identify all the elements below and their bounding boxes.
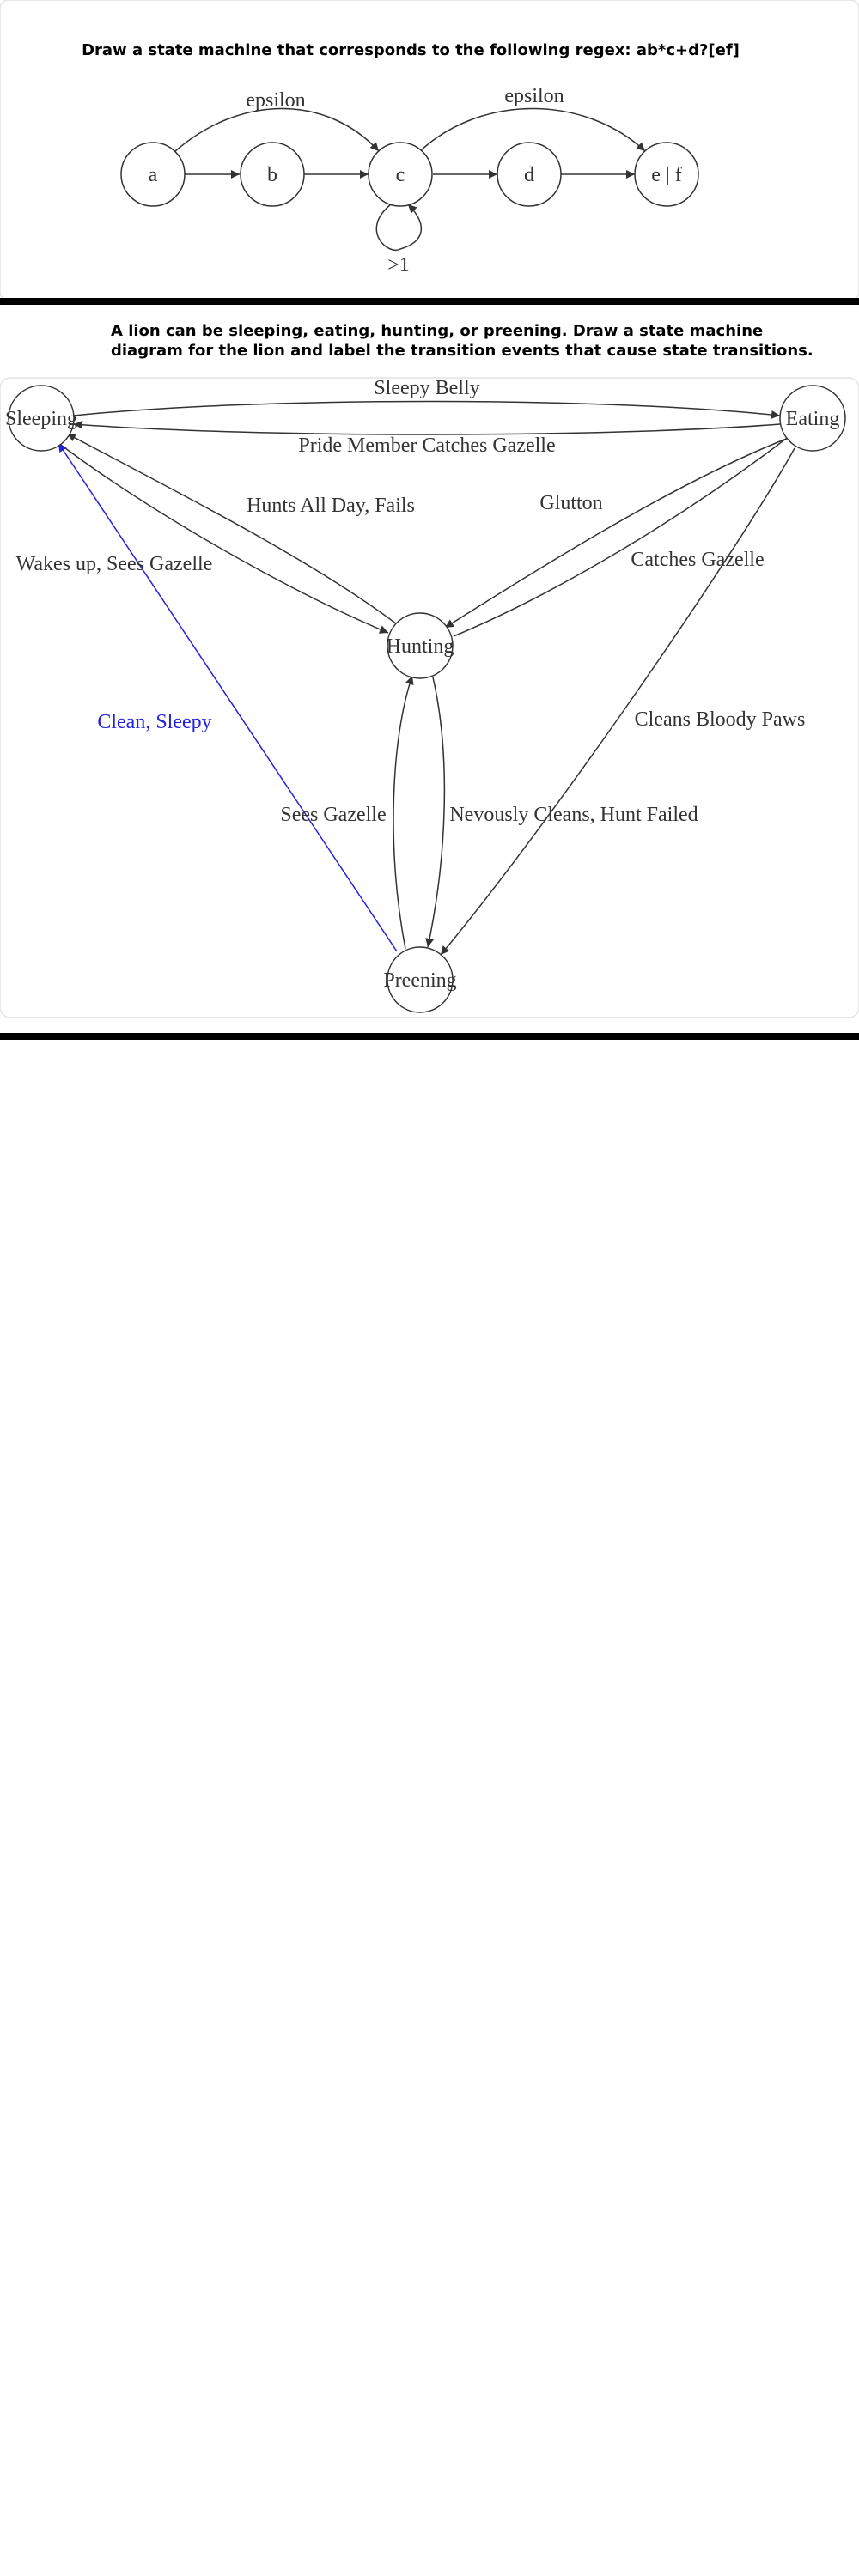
node-eating: [779, 385, 846, 452]
lion-prompt-line-1: A lion can be sleeping, eating, hunting,…: [111, 322, 763, 340]
node-d-label: d: [524, 164, 534, 186]
edge-hunting-sleeping-label: Hunts All Day, Fails: [247, 495, 415, 517]
lion-prompt-line-2: diagram for the lion and label the trans…: [111, 342, 813, 360]
node-b-label: b: [267, 164, 277, 186]
node-sleeping: [8, 385, 75, 452]
edge-c-loop-label: >1: [387, 254, 410, 276]
edge-c-ef: [419, 107, 646, 152]
node-d: [497, 142, 562, 207]
edge-eating-preening-label: Cleans Bloody Paws: [635, 708, 806, 731]
node-eating-label: Eating: [786, 408, 840, 430]
node-preening: [387, 946, 454, 1013]
edge-sleeping-hunting: [58, 442, 389, 634]
edge-a-c-label: epsilon: [246, 89, 305, 112]
edge-hunting-preening: [425, 677, 446, 948]
node-hunting-label: Hunting: [387, 635, 454, 658]
node-ef: [634, 142, 699, 207]
edge-preening-hunting-label: Sees Gazelle: [280, 804, 386, 826]
regex-prompt: Draw a state machine that corresponds to…: [82, 41, 740, 59]
edge-a-c: [174, 107, 380, 152]
edge-hunting-eating: [453, 432, 795, 637]
node-c-label: c: [396, 164, 405, 186]
node-sleeping-label: Sleeping: [5, 408, 77, 430]
edge-c-loop: [375, 204, 423, 252]
edge-hunting-preening-label: Nevously Cleans, Hunt Failed: [449, 804, 698, 826]
edge-preening-sleeping: [58, 442, 398, 952]
edge-sleeping-hunting-label: Wakes up, Sees Gazelle: [16, 553, 213, 575]
edge-eating-sleeping-label: Pride Member Catches Gazelle: [298, 434, 555, 457]
divider-bottom: [0, 1033, 859, 1040]
edge-preening-hunting: [393, 675, 414, 950]
edge-hunting-sleeping: [66, 433, 398, 625]
node-c: [368, 142, 433, 207]
regex-state-machine: Draw a state machine that corresponds to…: [82, 41, 740, 276]
node-preening-label: Preening: [383, 969, 456, 992]
edge-sleeping-eating-label: Sleepy Belly: [374, 377, 479, 399]
node-b: [240, 142, 305, 207]
edge-preening-sleeping-label: Clean, Sleepy: [97, 711, 211, 733]
edge-eating-preening: [440, 447, 795, 956]
divider-top: [0, 298, 859, 305]
edge-eating-hunting: [444, 437, 789, 629]
lion-state-machine: A lion can be sleeping, eating, hunting,…: [5, 322, 846, 1013]
node-ef-label: e | f: [651, 164, 681, 186]
node-hunting: [387, 612, 454, 679]
node-a-label: a: [149, 164, 158, 186]
edge-c-ef-label: epsilon: [504, 85, 564, 107]
edge-sleeping-eating: [73, 400, 781, 419]
edge-eating-sleeping: [73, 420, 781, 435]
edge-eating-hunting-label: Catches Gazelle: [631, 549, 764, 571]
node-a: [120, 142, 186, 207]
edge-hunting-eating-label: Glutton: [539, 492, 602, 514]
panel-2-outline: [0, 377, 859, 1018]
